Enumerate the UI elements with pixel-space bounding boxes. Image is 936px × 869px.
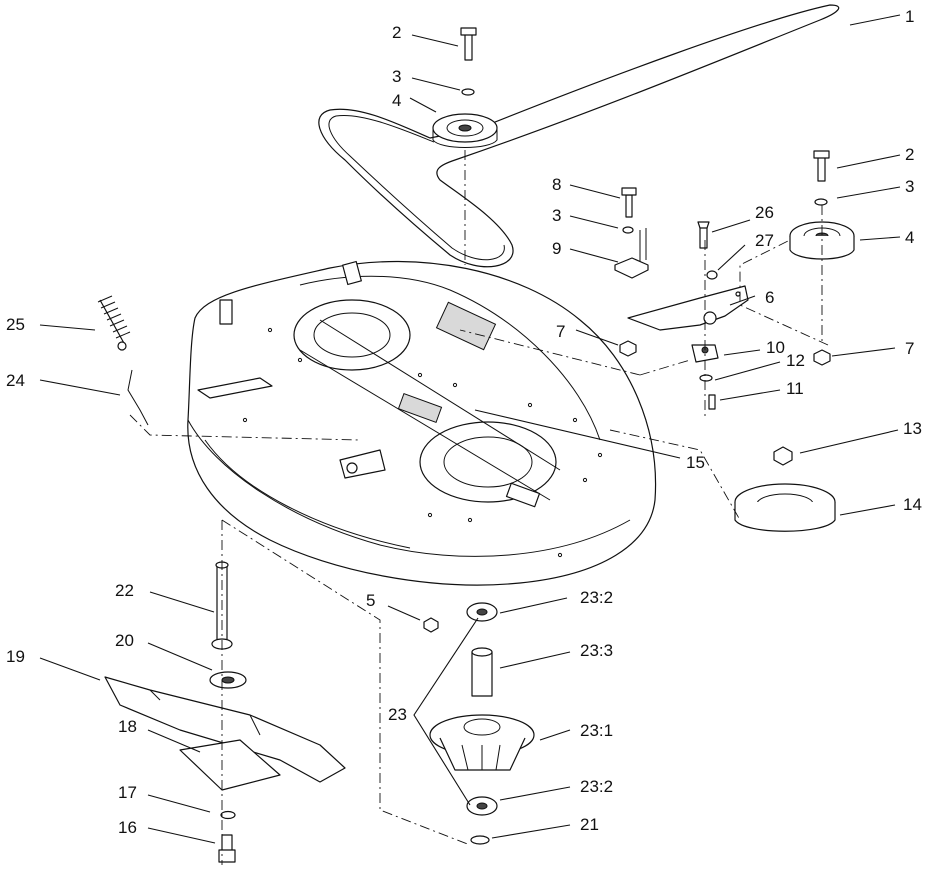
callout-18: 18 [118, 717, 137, 736]
callout-27: 27 [755, 231, 774, 250]
callout-3c: 3 [552, 206, 561, 225]
callout-1: 1 [905, 7, 914, 26]
callout-26: 26 [755, 203, 774, 222]
callout-25: 25 [6, 315, 25, 334]
spindle-column [104, 561, 346, 863]
idler-arm-assembly [614, 187, 831, 410]
callout-19: 19 [6, 647, 25, 666]
callout-14: 14 [903, 495, 922, 514]
callout-8: 8 [552, 175, 561, 194]
left-pulley-assembly [432, 27, 498, 148]
callout-5: 5 [366, 591, 375, 610]
callout-24: 24 [6, 371, 25, 390]
spindle-assembly [413, 602, 535, 845]
callout-2b: 2 [905, 145, 914, 164]
spring-and-rod [97, 295, 149, 426]
callout-23-1: 23:1 [580, 721, 613, 740]
callout-4a: 4 [392, 91, 401, 110]
callout-15: 15 [686, 453, 705, 472]
callout-23: 23 [388, 705, 407, 724]
callout-2a: 2 [392, 23, 401, 42]
callout-7b: 7 [905, 339, 914, 358]
callout-7a: 7 [556, 322, 565, 341]
callout-9: 9 [552, 239, 561, 258]
callout-4b: 4 [905, 228, 914, 247]
drive-belt [318, 4, 840, 268]
callout-22: 22 [115, 581, 134, 600]
callout-16: 16 [118, 818, 137, 837]
callout-13: 13 [903, 419, 922, 438]
callout-23-2b: 23:2 [580, 777, 613, 796]
callout-6: 6 [765, 288, 774, 307]
deck-housing [187, 260, 657, 586]
callout-3a: 3 [392, 67, 401, 86]
callout-11: 11 [786, 379, 804, 398]
callout-20: 20 [115, 631, 134, 650]
deck-pulley-assembly [734, 446, 836, 532]
callouts: 1 2 3 4 2 3 4 8 26 3 27 9 6 25 7 10 7 12… [6, 7, 922, 837]
callout-23-3: 23:3 [580, 641, 613, 660]
callout-12: 12 [786, 351, 805, 370]
leader-lines [39, 14, 901, 844]
callout-3b: 3 [905, 177, 914, 196]
callout-10: 10 [766, 338, 785, 357]
callout-23-2a: 23:2 [580, 588, 613, 607]
callout-21: 21 [580, 815, 599, 834]
callout-17: 17 [118, 783, 137, 802]
assembly-centerlines [129, 150, 829, 865]
